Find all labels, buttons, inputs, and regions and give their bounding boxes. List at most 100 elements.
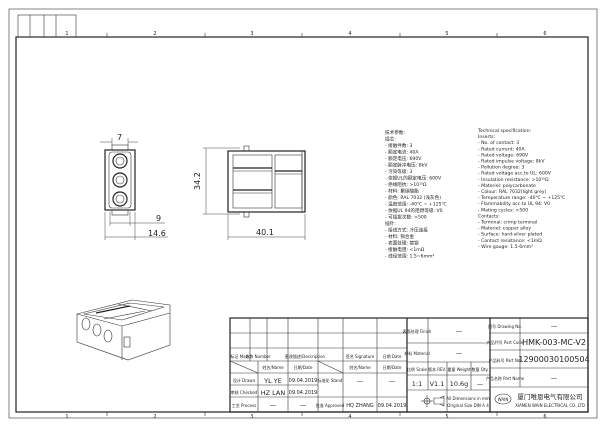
spec-line: - 温度范围: -40℃ ~ +125℃	[385, 201, 447, 208]
weight-label: 重量 Weight	[447, 366, 471, 372]
spec-line: - 材料: 聚碳酸酯	[385, 188, 419, 195]
dim-width-outer: 14.6	[148, 229, 166, 238]
part-no: 12900030100504	[518, 355, 589, 364]
spec-line: 技术参数:	[385, 129, 405, 136]
process-label: 工艺 Process	[232, 403, 256, 408]
dim-height: 34.2	[193, 172, 202, 190]
zone-label-bottom: 1	[65, 414, 68, 420]
spec-line: - 污染等级: 3	[385, 168, 413, 175]
zone-label-top: 2	[153, 31, 156, 37]
name-header: 姓名/Name	[349, 364, 371, 370]
spec-line: - 额定电压: 690V	[385, 155, 422, 162]
spec-line: 插针:	[385, 220, 396, 227]
units-note: Original Size DIN A 4	[447, 403, 489, 408]
spec-line: - 接触件数: 3	[385, 142, 413, 149]
drawing-no: —	[551, 322, 558, 330]
zone-label-bottom: 4	[348, 414, 351, 420]
spec-line: - Surface: hard-silver plated	[478, 232, 542, 238]
scale-value: 1:1	[412, 380, 422, 388]
logo-text: WAIN	[498, 397, 509, 402]
finish-label: 表面处理 Finish	[403, 328, 432, 334]
zone-label-top: 3	[250, 31, 253, 37]
mark-header: 标记 Mark	[230, 353, 250, 359]
spec-line: - 表面处理: 镀银	[385, 240, 419, 247]
units-note: All Dimensions in mm	[446, 396, 490, 401]
approved-label: 批准 Approved	[316, 402, 345, 408]
zone-label-bottom: 3	[250, 414, 253, 420]
stand-label: 标准化 Stand	[318, 377, 343, 383]
spec-line: Contacts:	[478, 213, 500, 219]
spec-line: - 额定脉冲电压: 8kV	[385, 162, 428, 169]
date-header: 日期 Date	[383, 353, 402, 359]
description-header: 更改描述/Description	[285, 353, 326, 359]
spec-line: - Rated voltage: 690V	[478, 152, 529, 158]
drawn-label: 设计 Drawn	[233, 377, 256, 383]
qty-value: —	[477, 380, 484, 388]
rev-label: 版本 REV.	[428, 366, 446, 372]
spec-line: - 线径范围: 1.5~6mm²	[385, 253, 435, 260]
spec-line: Inserts:	[478, 134, 496, 140]
spec-line: - Materiel: copper alloy	[478, 226, 531, 232]
revision-stamp-box	[17, 14, 77, 38]
spec-line: - Wire gauge: 1.5-6mm²	[478, 244, 533, 250]
spec-line: - 绝缘阻抗: >10¹⁰Ω	[385, 181, 427, 188]
finish-value: —	[456, 327, 463, 335]
part-no-label: 产品料号 Part No.	[488, 357, 521, 363]
checked-date: 09.04.2019	[289, 390, 318, 396]
zone-label-top: 6	[543, 31, 546, 37]
isometric-view	[76, 299, 171, 361]
spec-line: - Colour: RAL 7032(light grey)	[478, 189, 546, 195]
spec-line: - Contact resistance: <1mΩ	[478, 238, 542, 244]
spec-line: - Pollution degree: 3	[478, 165, 524, 171]
spec-line: - 材料: 铜合金	[385, 233, 415, 240]
process-date: —	[300, 401, 307, 409]
spec-line: - Rated current: 40A	[478, 146, 525, 152]
date-header: 日期/Date	[294, 364, 313, 370]
zone-label-bottom: 2	[153, 414, 156, 420]
specification-english: Technical specification:Inserts:- No. of…	[477, 128, 565, 250]
spec-line: - Rated impulse voltage: 8kV	[478, 159, 545, 165]
stand-name: —	[357, 377, 364, 385]
spec-line: - Terminal: crimp terminal	[478, 220, 537, 226]
company-logo	[494, 393, 512, 405]
spec-line: - Materiel: polycarbonate	[478, 183, 536, 189]
spec-line: - 可插拔次数: >500	[385, 214, 427, 221]
checked-label: 审核 Checked	[231, 389, 258, 395]
spec-line: - 接触电阻: <1mΩ	[385, 246, 425, 253]
part-code: HMK-003-MC-V2	[522, 338, 586, 347]
weight-value: 10.6g	[450, 380, 469, 388]
title-block	[229, 317, 589, 413]
spec-line: - Rated voltage acc.to UL: 600V	[478, 171, 552, 177]
approved-name: HQ ZHANG	[346, 403, 374, 409]
spec-line: - 额定电流: 40A	[385, 149, 419, 156]
zone-label-top: 5	[445, 31, 448, 37]
signature-header: 签名 Signature	[346, 353, 375, 359]
outer-border	[8, 8, 598, 419]
company-name-cn: 厦门唯恩电气有限公司	[518, 392, 583, 401]
part-name: —	[551, 374, 558, 382]
side-view	[203, 145, 306, 240]
zone-label-top: 1	[65, 31, 68, 37]
drawn-date: 09.04.2019	[289, 378, 318, 384]
dim-width-inner: 9	[156, 214, 161, 223]
spec-line: Technical specification:	[477, 128, 532, 134]
zone-label-top: 4	[348, 31, 351, 37]
zone-label-bottom: 6	[543, 414, 546, 420]
drawing-no-label: 图号 Drawing No.	[488, 323, 522, 329]
company-name-en: XIAMEN WAIN ELECTRICAL CO.,LTD	[515, 403, 585, 408]
dim-width-top: 7	[117, 133, 122, 142]
specification-chinese: 技术参数:插芯:- 接触件数: 3- 额定电流: 40A- 额定电压: 690V…	[385, 129, 447, 260]
rev-value: V1.1	[430, 380, 445, 388]
spec-line: 插芯:	[385, 136, 396, 143]
part-code-label: 产品代号 Part Code	[487, 339, 524, 345]
spec-line: - No. of contact: 3	[478, 140, 519, 146]
part-name-label: 产品名称 Part Name	[486, 375, 525, 381]
qty-label: 数量 Qty.	[471, 366, 488, 372]
approved-date: 09.04.2019	[378, 403, 407, 409]
dim-length: 40.1	[256, 228, 274, 237]
name-header: 姓名/Name	[262, 364, 284, 370]
spec-line: - Mating cycles: >500	[478, 207, 528, 213]
